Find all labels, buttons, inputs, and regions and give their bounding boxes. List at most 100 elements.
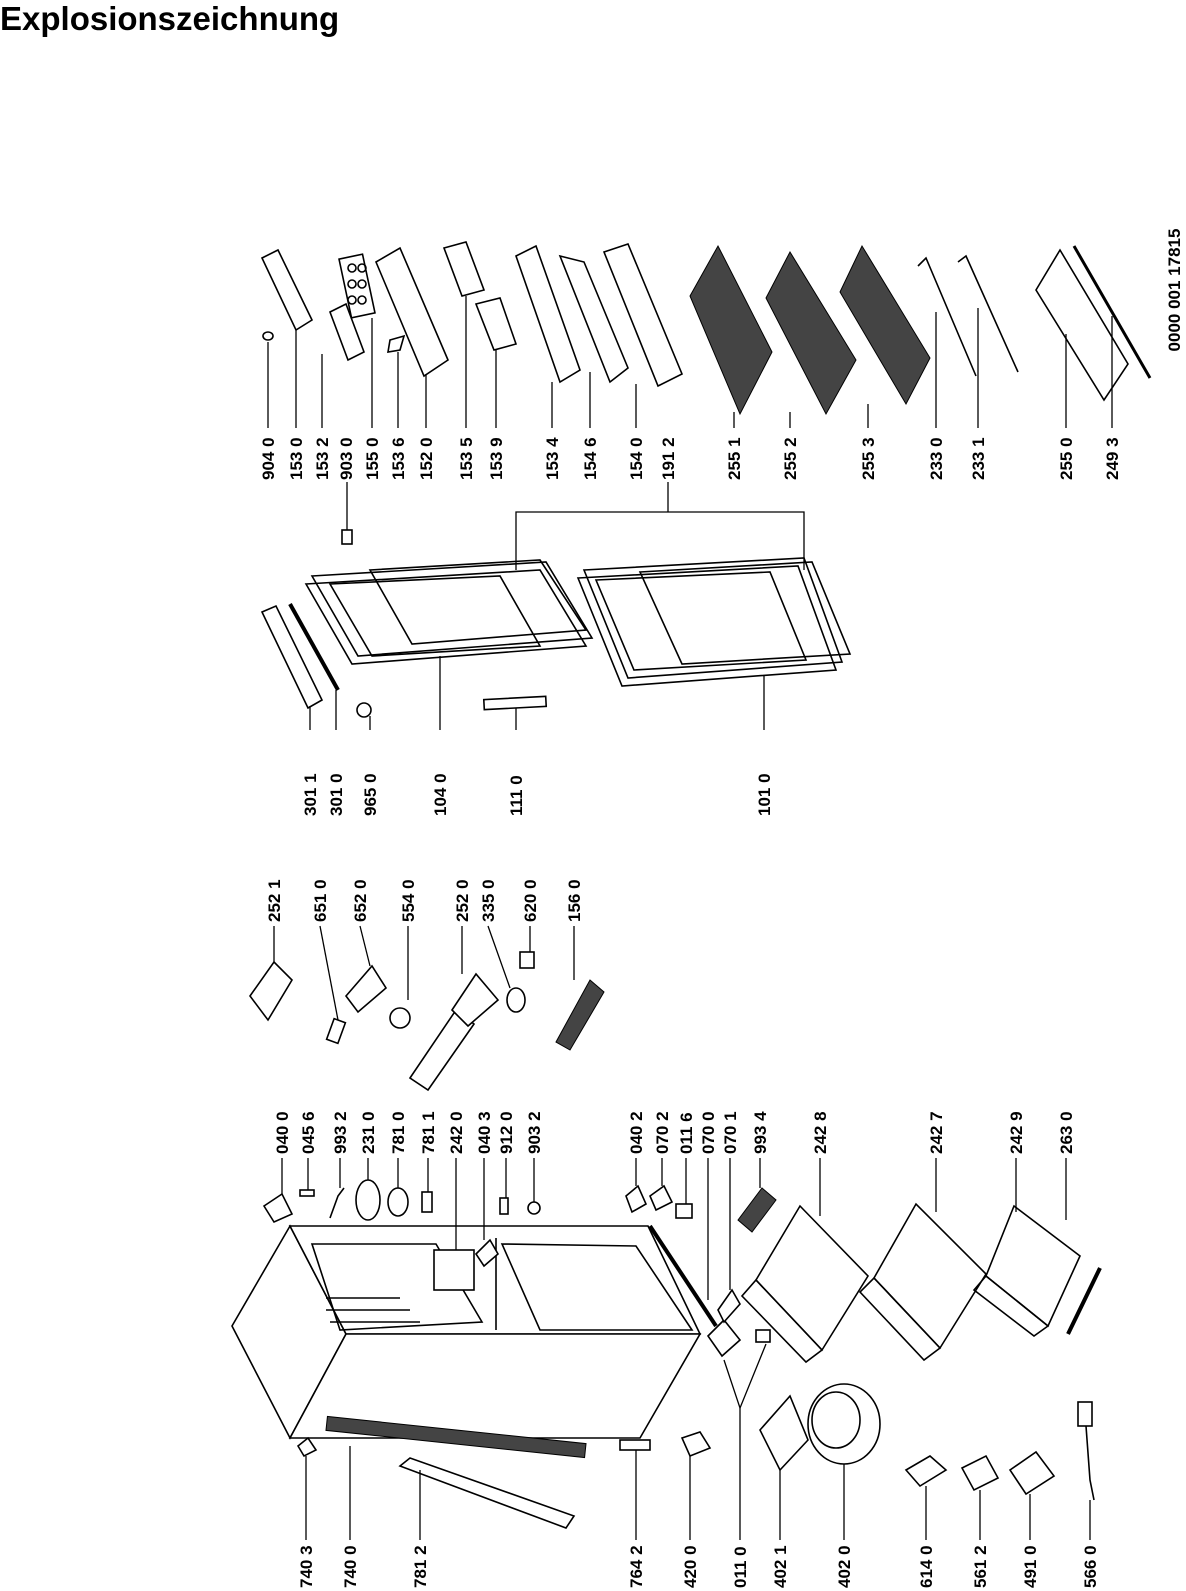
label-781-0: 781 0 <box>389 1111 408 1154</box>
label-104-0: 104 0 <box>431 773 450 816</box>
label-153-2: 153 2 <box>313 437 332 480</box>
label-233-1: 233 1 <box>969 437 988 480</box>
label-070-2: 070 2 <box>653 1111 672 1154</box>
hinge-part-011-0 <box>706 1318 742 1358</box>
label-561-2: 561 2 <box>971 1545 990 1588</box>
hinge-part-040-2 <box>625 1184 648 1214</box>
label-335-0: 335 0 <box>479 879 498 922</box>
rack-part-153-5 <box>442 241 486 297</box>
rail-part-781-2 <box>398 1457 576 1529</box>
hinge-bar-part-111-0 <box>482 695 548 711</box>
switch-part-620-0 <box>519 951 535 969</box>
trim-part-233-1 <box>957 254 1019 373</box>
label-491-0: 491 0 <box>1021 1545 1040 1588</box>
label-740-3: 740 3 <box>297 1545 316 1588</box>
label-153-5: 153 5 <box>457 437 476 480</box>
screw-part-912-0 <box>499 1197 509 1215</box>
housing-part-252-1 <box>249 960 294 1022</box>
knob-part <box>262 331 274 341</box>
clip-part-040-3 <box>474 1238 500 1268</box>
pin-part-011-6 <box>675 1203 693 1219</box>
upper-door-104-0 <box>304 569 588 665</box>
cabinet-small-parts-group <box>262 1158 777 1328</box>
wire-part-993-2 <box>329 1187 345 1219</box>
drawer-242-9 <box>985 1204 1081 1328</box>
label-242-0: 242 0 <box>447 1111 466 1154</box>
label-993-2: 993 2 <box>331 1111 350 1154</box>
part-labels: 904 0 153 0 153 2 903 0 155 0 153 6 152 … <box>259 437 1122 1588</box>
label-111-0: 111 0 <box>507 775 526 816</box>
label-242-9: 242 9 <box>1007 1111 1026 1154</box>
cabinet-group <box>231 1224 1095 1540</box>
label-301-1: 301 1 <box>301 773 320 816</box>
handle-part-301-0 <box>288 603 340 691</box>
grid-shelf-255-3 <box>839 244 931 406</box>
drawing-number: 0000 001 17815 <box>1165 229 1184 352</box>
bracket-part-070-1 <box>717 1288 741 1324</box>
compressor-part-402-0 <box>807 1383 881 1465</box>
label-154-0: 154 0 <box>627 437 646 480</box>
ice-tray-part-156-0 <box>555 979 605 1051</box>
label-263-0: 263 0 <box>1057 1111 1076 1154</box>
clip-part-153-6 <box>387 334 406 353</box>
label-045-6: 045 6 <box>299 1111 318 1154</box>
label-153-0: 153 0 <box>287 437 306 480</box>
label-154-6: 154 6 <box>581 437 600 480</box>
label-040-3: 040 3 <box>475 1111 494 1154</box>
label-965-0: 965 0 <box>361 773 380 816</box>
shelf-part-154-0 <box>602 243 684 388</box>
label-255-1: 255 1 <box>725 437 744 480</box>
label-620-0: 620 0 <box>521 879 540 922</box>
roller-part-764-2 <box>619 1439 651 1451</box>
label-233-0: 233 0 <box>927 437 946 480</box>
label-153-9: 153 9 <box>487 437 506 480</box>
capacitor-part-420-0 <box>680 1431 712 1458</box>
doors-group <box>260 557 852 730</box>
page-title: Explosionszeichnung <box>0 0 340 37</box>
vent-grille-740-0 <box>325 1415 587 1459</box>
spring-part-554-0 <box>389 1007 411 1029</box>
label-652-0: 652 0 <box>351 879 370 922</box>
label-651-0: 651 0 <box>311 879 330 922</box>
label-781-1: 781 1 <box>419 1111 438 1154</box>
rack-part-993-4 <box>737 1187 777 1233</box>
hinge-part-040-0 <box>262 1192 294 1224</box>
housing-part-491-0 <box>1008 1450 1056 1496</box>
label-764-2: 764 2 <box>627 1545 646 1588</box>
knob-part-335-0 <box>506 987 526 1013</box>
grid-shelf-255-1 <box>689 244 773 416</box>
rail-part-070-0 <box>648 1224 718 1328</box>
thermostat-part-652-0 <box>344 964 388 1014</box>
control-parts-group <box>249 925 605 1092</box>
trim-part-233-0 <box>917 256 977 377</box>
label-040-2: 040 2 <box>627 1111 646 1154</box>
bolt-part-781-1 <box>421 1191 433 1213</box>
label-249-3: 249 3 <box>1103 437 1122 480</box>
label-566-0: 566 0 <box>1081 1545 1100 1588</box>
rack-part-153-4 <box>515 244 581 384</box>
relay-part-614-0 <box>904 1455 948 1488</box>
grid-shelf-255-2 <box>765 250 857 416</box>
label-070-0: 070 0 <box>699 1111 718 1154</box>
shelf-part-152-0 <box>374 246 449 378</box>
box-part-402-1 <box>759 1394 809 1472</box>
rack-part-153-0 <box>260 248 314 332</box>
rack-part-154-6 <box>558 254 629 384</box>
label-912-0: 912 0 <box>497 1111 516 1154</box>
handle-part-301-1 <box>260 604 324 710</box>
label-153-4: 153 4 <box>543 437 562 480</box>
cap-part-965-0 <box>356 702 372 718</box>
label-904-0: 904 0 <box>259 437 278 480</box>
trim-part-249-3 <box>1072 245 1152 379</box>
label-255-3: 255 3 <box>859 437 878 480</box>
label-152-0: 152 0 <box>417 437 436 480</box>
knob-part-781-0 <box>387 1187 409 1217</box>
cover-part-263-0 <box>1066 1267 1102 1335</box>
label-011-6: 011 6 <box>677 1112 696 1154</box>
cable-part-566-0 <box>1077 1401 1093 1427</box>
pin-part-045-6 <box>299 1189 315 1197</box>
label-156-0: 156 0 <box>565 879 584 922</box>
label-231-0: 231 0 <box>359 1111 378 1154</box>
rack-part-153-2 <box>328 302 366 362</box>
